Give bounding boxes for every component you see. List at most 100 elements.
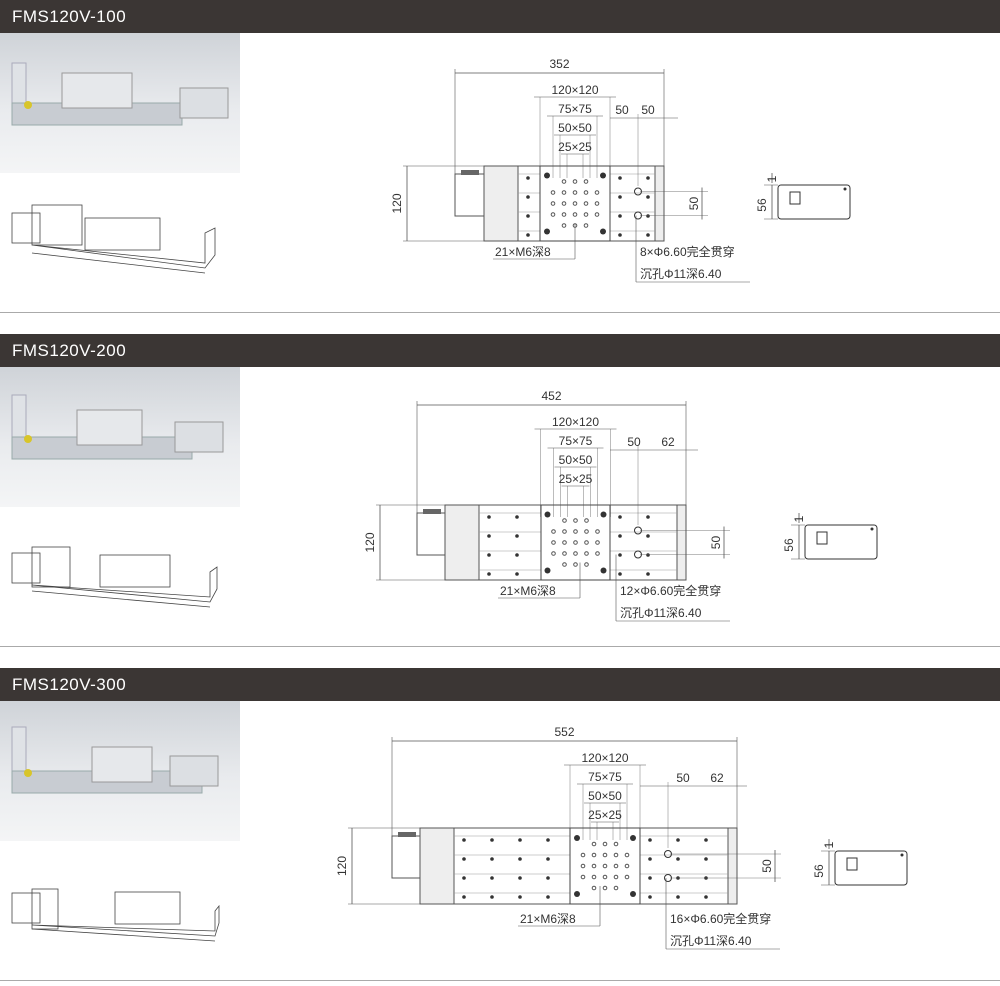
rail-hole — [515, 534, 519, 538]
tapped-holes-callout: 21×M6深8 — [500, 584, 556, 598]
pattern-label: 75×75 — [559, 434, 593, 448]
carriage-tapped-hole — [595, 551, 600, 556]
side-view-connector — [846, 857, 858, 871]
rail-hole — [462, 857, 466, 861]
carriage-tapped-hole — [624, 863, 630, 869]
motor-coupling-housing — [419, 827, 455, 905]
carriage-tapped-hole — [602, 863, 608, 869]
carriage-corner-hole — [600, 228, 606, 235]
carriage-corner-hole — [544, 172, 550, 179]
rail-hole — [618, 515, 622, 519]
side-view-screw — [843, 187, 847, 191]
pattern-label: 75×75 — [558, 102, 592, 116]
rail-hole — [546, 838, 550, 842]
rail-hole — [487, 553, 491, 557]
rail-hole — [646, 195, 650, 199]
side-offset-label: 1 — [822, 841, 836, 848]
rail-hole — [487, 515, 491, 519]
pattern-label: 120×120 — [551, 83, 598, 97]
rail-hole — [618, 534, 622, 538]
rail-hole — [546, 876, 550, 880]
rail-hole — [704, 857, 708, 861]
carriage-tapped-hole — [591, 841, 597, 847]
rail-hole — [462, 876, 466, 880]
product-images — [0, 701, 240, 981]
pattern-label: 50×50 — [558, 121, 592, 135]
carriage-tapped-hole — [580, 852, 586, 858]
pitch-label: 62 — [710, 771, 724, 785]
carriage-corner-hole — [574, 835, 580, 841]
rail-hole — [676, 857, 680, 861]
product-render-image — [0, 33, 240, 173]
rail-hole — [704, 895, 708, 899]
pitch-label: 50 — [676, 771, 690, 785]
pattern-label: 25×25 — [559, 472, 593, 486]
carriage-tapped-hole — [551, 540, 556, 545]
carriage-tapped-hole — [562, 551, 567, 556]
rail-hole — [546, 895, 550, 899]
rail-hole — [515, 515, 519, 519]
rail-hole — [618, 176, 622, 180]
rail-hole — [646, 515, 650, 519]
carriage-tapped-hole — [550, 212, 556, 217]
carriage-tapped-hole — [572, 212, 578, 217]
rail-hole — [618, 233, 622, 237]
end-plate — [727, 827, 738, 905]
carriage-tapped-hole — [594, 201, 600, 206]
carriage-tapped-hole — [583, 201, 589, 206]
carriage-tapped-hole — [551, 529, 556, 534]
motor-coupling-housing — [483, 165, 519, 242]
rail-hole — [526, 233, 530, 237]
carriage-tapped-hole — [584, 529, 589, 534]
carriage-tapped-hole — [624, 852, 630, 858]
rail-hole-spacing-label: 50 — [709, 536, 723, 550]
carriage-tapped-hole — [613, 874, 619, 880]
rail-hole — [490, 895, 494, 899]
motor-connector — [398, 832, 416, 837]
rail-hole — [462, 895, 466, 899]
rail-hole — [518, 876, 522, 880]
rail-hole — [648, 838, 652, 842]
rail-hole — [515, 572, 519, 576]
pattern-label: 50×50 — [559, 453, 593, 467]
carriage-tapped-hole — [573, 551, 578, 556]
carriage-corner-hole — [600, 172, 606, 179]
product-line-drawing — [0, 841, 240, 981]
carriage-tapped-hole — [591, 863, 597, 869]
rail-hole — [462, 838, 466, 842]
section-divider — [0, 646, 1000, 647]
side-view-screw — [870, 527, 874, 531]
carriage-tapped-hole — [573, 562, 578, 567]
carriage-tapped-hole — [624, 874, 630, 880]
end-plate — [654, 165, 665, 242]
through-holes-callout: 16×Φ6.60完全贯穿 — [670, 911, 771, 926]
carriage-tapped-hole — [573, 529, 578, 534]
section-divider — [0, 980, 1000, 981]
rail-hole — [648, 857, 652, 861]
carriage-tapped-hole — [561, 201, 567, 206]
rail-hole — [646, 214, 650, 218]
render-shape — [11, 394, 224, 460]
tapped-holes-callout: 21×M6深8 — [495, 245, 551, 259]
motor-outline — [454, 173, 485, 217]
carriage-tapped-hole — [551, 551, 556, 556]
rail-hole — [487, 572, 491, 576]
rail-hole-spacing-label: 50 — [687, 197, 701, 211]
pitch-label: 50 — [641, 103, 655, 117]
overall-length-label: 452 — [541, 389, 561, 403]
counterbore-callout: 沉孔Φ11深6.40 — [620, 606, 702, 620]
rail-hole — [618, 195, 622, 199]
pattern-label: 25×25 — [588, 808, 622, 822]
side-offset-label: 1 — [792, 515, 806, 522]
rail-hole — [515, 553, 519, 557]
pitch-label: 50 — [615, 103, 629, 117]
rail-hole — [518, 895, 522, 899]
carriage-plate — [569, 827, 641, 905]
rail-hole — [526, 195, 530, 199]
rail-hole — [676, 895, 680, 899]
carriage-tapped-hole — [613, 852, 619, 858]
